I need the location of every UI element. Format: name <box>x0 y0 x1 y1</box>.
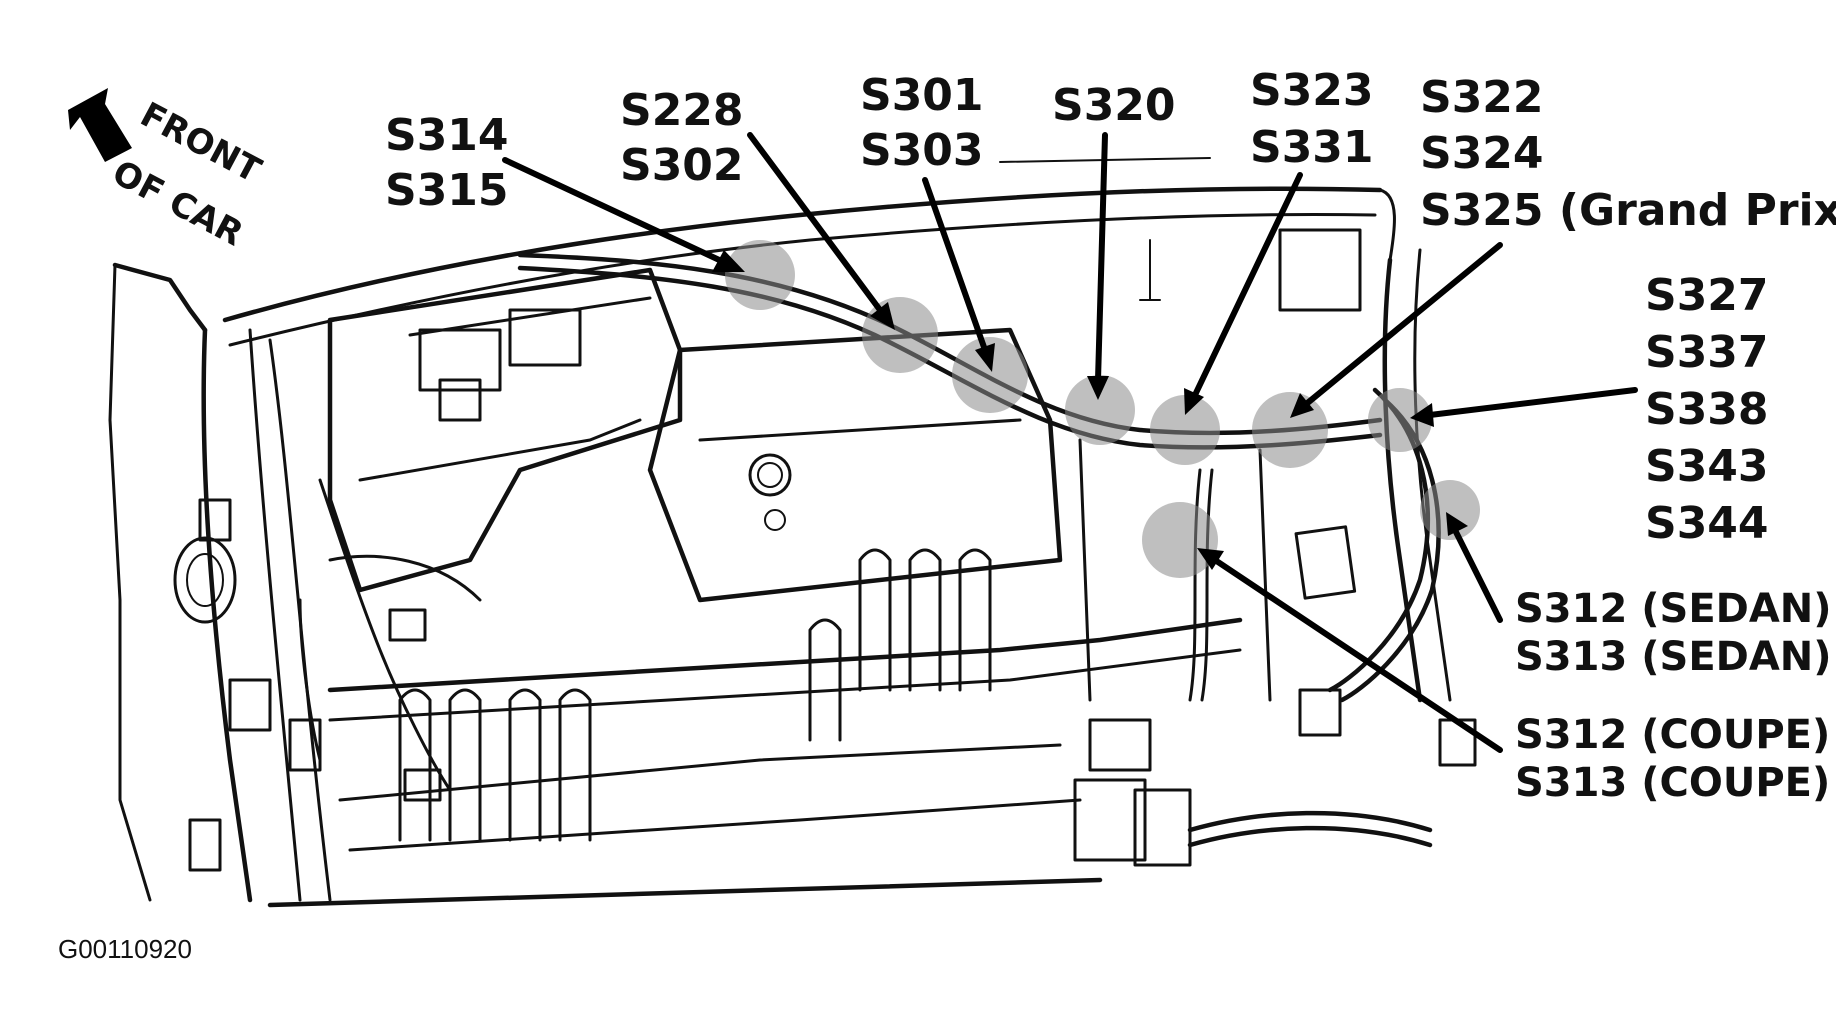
label-s331: S331 <box>1250 122 1374 173</box>
label-s302: S302 <box>620 140 744 191</box>
label-s325: S325 (Grand Prix) <box>1420 185 1836 236</box>
label-s313-coupe: S313 (COUPE) <box>1515 760 1830 806</box>
label-s312-sedan: S312 (SEDAN) <box>1515 586 1832 632</box>
label-s338: S338 <box>1645 384 1769 435</box>
label-s324: S324 <box>1420 128 1544 179</box>
label-s337: S337 <box>1645 327 1769 378</box>
figure-code: G00110920 <box>58 934 192 964</box>
label-s301: S301 <box>860 70 984 121</box>
label-s228: S228 <box>620 85 744 136</box>
front-of-car-indicator: FRONT OF CAR <box>68 88 268 254</box>
label-s312-coupe: S312 (COUPE) <box>1515 712 1830 758</box>
label-s327: S327 <box>1645 270 1769 321</box>
front-arrow-icon <box>68 88 132 162</box>
leader-lines <box>502 132 1638 753</box>
label-s314: S314 <box>385 110 509 161</box>
label-s322: S322 <box>1420 72 1544 123</box>
label-s343: S343 <box>1645 441 1769 492</box>
splice-points <box>725 240 1480 578</box>
label-s344: S344 <box>1645 498 1769 549</box>
label-s320: S320 <box>1052 80 1176 131</box>
label-s323: S323 <box>1250 65 1374 116</box>
label-s315: S315 <box>385 165 509 216</box>
splice-labels: S314 S315 S228 S302 S301 S303 S320 S323 … <box>385 65 1836 806</box>
label-s313-sedan: S313 (SEDAN) <box>1515 634 1832 680</box>
label-s303: S303 <box>860 125 984 176</box>
